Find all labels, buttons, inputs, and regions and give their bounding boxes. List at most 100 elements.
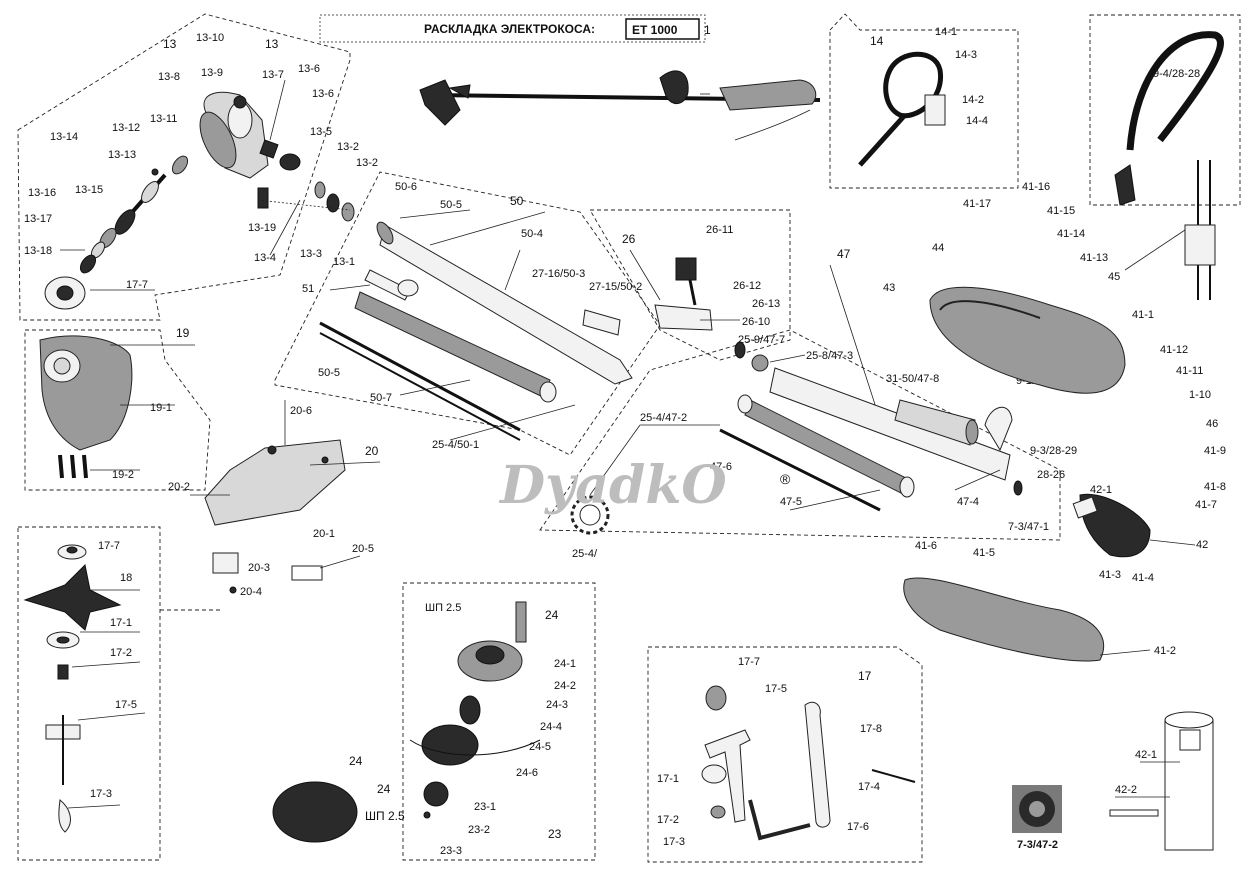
label-14-3: 14-3 [955,49,977,61]
label-41-9: 41-9 [1204,445,1226,457]
label-13-2b: 13-2 [356,157,378,169]
label-13-7: 13-7 [262,69,284,81]
label-13-12: 13-12 [112,122,140,134]
group-23-inner-label: 23 [548,827,562,841]
callout-1: 1 [704,23,711,37]
label-1-10: 1-10 [1189,389,1211,401]
label-41-15: 41-15 [1047,205,1075,217]
label-7-3-47-2: 7-3/47-2 [1017,839,1058,851]
label-17-8: 17-8 [860,723,882,735]
part-42-tube: 42-1 42-2 [1109,711,1214,851]
label-26-12: 26-12 [733,280,761,292]
group-14-label: 14 [870,34,884,48]
label-42: 42 [1196,539,1208,551]
group-24-trimmer-head: ШП 2.5 24 24-1 24-2 24-3 24-4 24-5 24-6 … [402,582,596,861]
label-24-1: 24-1 [554,658,576,670]
label-9-4-28-28: 9-4/28-28 [1153,68,1200,80]
label-17-1a: 17-1 [110,617,132,629]
label-26-11: 26-11 [706,224,733,236]
label-17-6: 17-6 [847,821,869,833]
label-20-5: 20-5 [352,543,374,555]
label-43: 43 [883,282,895,294]
label-13-14: 13-14 [50,131,78,143]
guard-20: 20-6 20 20-2 20-1 20-3 20-4 20-5 [168,400,381,598]
label-44: 44 [932,242,944,254]
label-27-16-50-3: 27-16/50-3 [532,268,585,280]
label-41-12: 41-12 [1160,344,1188,356]
label-42-1a: 42-1 [1090,484,1112,496]
label-17-7b: 17-7 [98,540,120,552]
group-14-handle: 14 14-1 14-3 14-2 14-4 [829,13,1019,189]
label-24-2: 24-2 [554,680,576,692]
label-41-11: 41-11 [1176,365,1203,377]
label-13-4: 13-4 [254,252,276,264]
label-41-14: 41-14 [1057,228,1085,240]
group-13-label: 13 [163,37,177,51]
label-47: 47 [837,247,851,261]
label-28-26: 28-26 [1037,469,1065,481]
label-41-3: 41-3 [1099,569,1121,581]
page-title: РАСКЛАДКА ЭЛЕКТРОКОСА: [424,22,595,36]
label-13-6b: 13-6 [312,88,334,100]
label-17-5c: 17-5 [765,683,787,695]
label-25-8-47-3: 25-8/47-3 [806,350,853,362]
watermark: DyadkO ® [498,455,791,516]
label-17-3a: 17-3 [90,788,112,800]
label-41-8: 41-8 [1204,481,1226,493]
label-41-4: 41-4 [1132,572,1154,584]
label-25-9-47-7: 25-9/47-7 [738,334,785,346]
label-51: 51 [302,283,314,295]
label-17-7c: 17-7 [738,656,760,668]
label-23-1: 23-1 [474,801,496,813]
label-23-3: 23-3 [440,845,462,857]
label-13-10: 13-10 [196,32,224,44]
label-13-15: 13-15 [75,184,103,196]
group-23-top-label: 24 [349,754,363,768]
label-23-2: 23-2 [468,824,490,836]
label-26-10: 26-10 [742,316,770,328]
label-31-50-47-8: 31-50/47-8 [886,373,939,385]
label-19-1: 19-1 [150,402,172,414]
label-47-5: 47-5 [780,496,802,508]
label-20-2: 20-2 [168,481,190,493]
shaft-47-group: 47 25-9/47-7 25-8/47-3 25-4/47-2 47-6 47… [539,247,1077,560]
bushing-photo: 7-3/47-2 [1012,785,1062,851]
label-50: 50 [510,194,524,208]
label-42-2: 42-2 [1115,784,1137,796]
blade-group: 17-7 18 17-1 17-2 17-5 17-3 [17,526,220,861]
label-41-13: 41-13 [1080,252,1108,264]
label-13-9: 13-9 [201,67,223,79]
header: РАСКЛАДКА ЭЛЕКТРОКОСА: ET 1000 1 [319,14,711,43]
label-20: 20 [365,444,379,458]
label-14-2: 14-2 [962,94,984,106]
label-41-17: 41-17 [963,198,991,210]
label-17-3c: 17-3 [663,836,685,848]
label-50-5: 50-5 [440,199,462,211]
label-26-13: 26-13 [752,298,780,310]
watermark-text: DyadkO [498,455,727,516]
label-24b: 24 [377,782,391,796]
label-13-1: 13-1 [333,256,355,268]
label-25-4: 25-4/ [572,548,598,560]
label-47-6: 47-6 [710,461,732,473]
label-41-1: 41-1 [1132,309,1154,321]
label-17-5a: 17-5 [115,699,137,711]
group-17-tools: 17 17-7 17-5 17-8 17-1 17-4 17-2 17-3 17… [647,646,923,863]
group-24-label: 24 [545,608,559,622]
label-17-7a: 17-7 [126,279,148,291]
label-17-2a: 17-2 [110,647,132,659]
label-24-5: 24-5 [529,741,551,753]
label-20-4: 20-4 [240,586,262,598]
label-24-6: 24-6 [516,767,538,779]
label-41-2: 41-2 [1154,645,1176,657]
label-13-18: 13-18 [24,245,52,257]
model-name: ET 1000 [632,23,678,37]
label-50-6: 50-6 [395,181,417,193]
label-24-3: 24-3 [546,699,568,711]
label-14-4: 14-4 [966,115,988,127]
label-19-2: 19-2 [112,469,134,481]
label-41-6: 41-6 [915,540,937,552]
label-13-5: 13-5 [310,126,332,138]
label-45: 45 [1108,271,1120,283]
